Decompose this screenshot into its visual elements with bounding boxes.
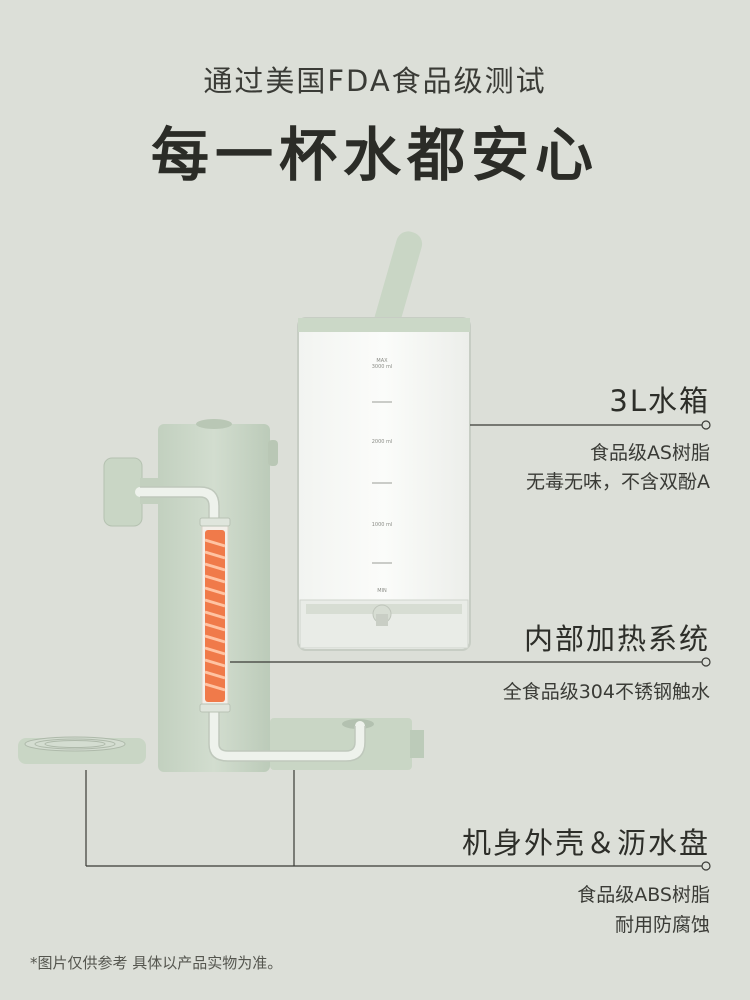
feature-heating-line-1: 全食品级304不锈钢触水 — [502, 681, 710, 703]
footnote: *图片仅供参考 具体以产品实物为准。 — [30, 954, 283, 972]
feature-shell-line-2: 耐用防腐蚀 — [614, 914, 710, 936]
scale-2000-label: 2000 ml — [372, 439, 393, 445]
heater-coil — [199, 517, 231, 713]
spout-pipe — [371, 231, 423, 341]
scale-min-label: MIN — [377, 588, 387, 594]
feature-tank-line-2: 无毒无味，不含双酚A — [526, 471, 710, 493]
subtitle: 通过美国FDA食品级测试 — [203, 64, 547, 98]
feature-shell-title: 机身外壳＆沥水盘 — [461, 826, 710, 860]
drip-tray — [18, 736, 146, 764]
scale-3000-label: 3000 ml — [372, 364, 393, 370]
tank-scale: MAX 3000 ml 2000 ml 1000 ml MIN — [372, 358, 393, 594]
scale-max-label: MAX — [376, 358, 388, 364]
feature-tank-title: 3L水箱 — [609, 384, 710, 418]
feature-heating-title: 内部加热系统 — [523, 622, 710, 656]
internal-pipes — [135, 487, 365, 761]
page-title: 每一杯水都安心 — [150, 121, 599, 189]
water-tank — [297, 317, 471, 651]
feature-shell-line-1: 食品级ABS树脂 — [577, 884, 710, 906]
base-unit — [270, 718, 424, 770]
callout-lines — [85, 420, 711, 871]
feature-tank-line-1: 食品级AS树脂 — [589, 442, 710, 464]
scale-1000-label: 1000 ml — [372, 522, 393, 528]
